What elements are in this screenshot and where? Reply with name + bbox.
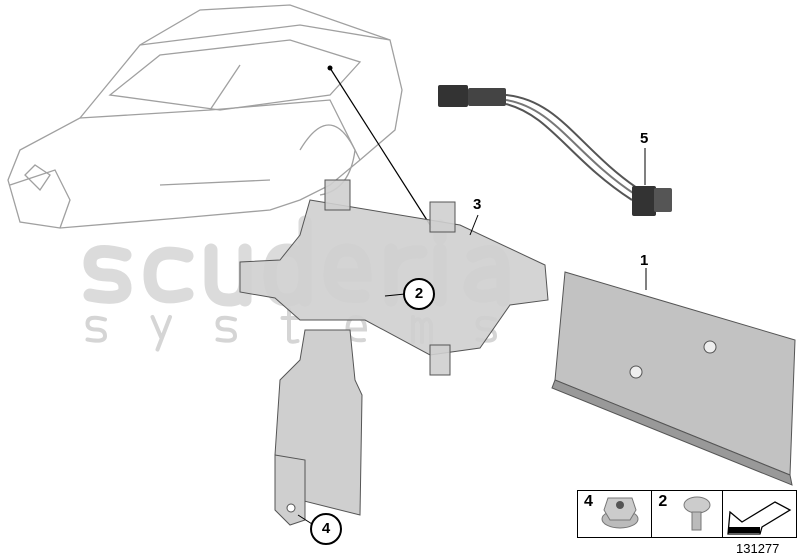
control-module: [551, 268, 796, 486]
parts-cell-arrow: [723, 491, 796, 537]
callout-3[interactable]: 3: [473, 196, 482, 213]
callout-1[interactable]: 1: [640, 252, 649, 269]
callout-4[interactable]: 4: [310, 513, 342, 545]
parts-cell-number: 2: [658, 493, 668, 510]
leader-line-car: [327, 65, 433, 229]
car-outline: [7, 4, 403, 229]
torx-screw-icon: [683, 496, 711, 531]
bracket-lower: [274, 329, 363, 526]
cable-harness: [438, 85, 672, 216]
diagram-id: 131277: [736, 541, 780, 556]
parts-cell-nut[interactable]: 4: [578, 491, 653, 537]
callout-5[interactable]: 5: [640, 130, 649, 147]
bracket-upper: [239, 179, 549, 376]
parts-cell-screw[interactable]: 2: [652, 491, 723, 537]
arrow-direction-icon: [727, 501, 792, 535]
callout-2[interactable]: 2: [403, 278, 435, 310]
parts-legend-box: 4 2: [577, 490, 797, 538]
flange-nut-icon: [601, 497, 639, 529]
parts-cell-number: 4: [584, 493, 593, 510]
